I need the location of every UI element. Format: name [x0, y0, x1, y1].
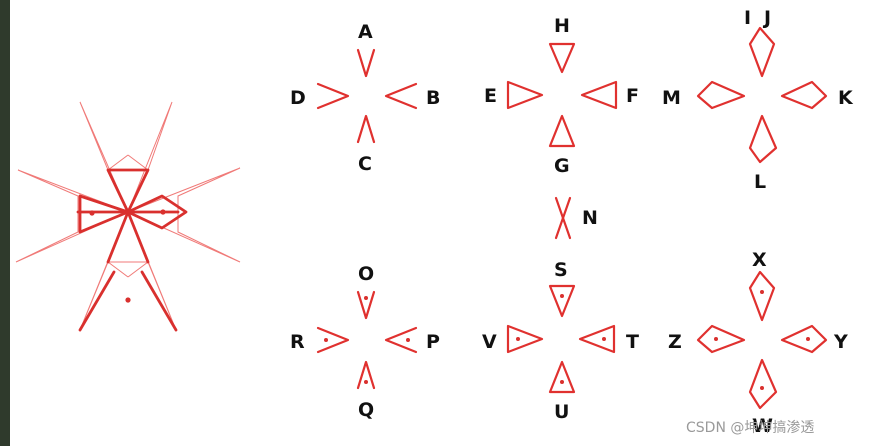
watermark-text: CSDN @坤坤搞渗透 [686, 420, 814, 436]
letter-d: D [290, 87, 306, 109]
letter-k: K [838, 87, 854, 109]
shape-s [548, 284, 576, 318]
letter-h: H [554, 15, 570, 37]
letter-r: R [290, 331, 305, 353]
group-efgh: H F G E [484, 15, 639, 177]
group-opqr: O P Q R [290, 263, 440, 421]
shape-x [748, 270, 776, 322]
shape-p [384, 326, 418, 354]
shape-e [506, 80, 544, 110]
letter-a: A [358, 21, 373, 43]
letter-p: P [426, 331, 440, 353]
shape-ij [748, 26, 776, 78]
shape-r [316, 326, 350, 354]
letter-t: T [626, 331, 639, 353]
shape-y [780, 324, 828, 354]
letter-j: J [762, 7, 771, 29]
letter-g: G [554, 155, 570, 177]
letter-y: Y [833, 331, 848, 353]
shape-w [748, 358, 778, 410]
letter-x: X [752, 249, 767, 271]
shape-d [316, 82, 350, 110]
group-n: N [554, 196, 598, 240]
shape-n-2 [554, 196, 572, 240]
shape-m [696, 80, 746, 110]
shape-t [578, 324, 616, 354]
shape-c [356, 114, 376, 144]
group-ijklm: I J K L M [662, 7, 854, 193]
shape-z [696, 324, 746, 354]
shape-f [580, 80, 618, 110]
shape-a [356, 48, 376, 78]
letter-b: B [426, 87, 440, 109]
letter-i: I [744, 7, 751, 29]
shape-b [384, 82, 418, 110]
letter-m: M [662, 87, 681, 109]
letter-e: E [484, 85, 497, 107]
letter-n: N [582, 207, 598, 229]
letter-c: C [358, 153, 372, 175]
shape-u [548, 360, 576, 394]
group-abcd: A B C D [290, 21, 440, 175]
letter-u: U [554, 401, 569, 423]
letter-o: O [358, 263, 374, 285]
shape-g [548, 114, 576, 148]
letter-s: S [554, 259, 568, 281]
shape-o [356, 290, 376, 320]
shape-v [506, 324, 544, 354]
shape-l [748, 114, 778, 164]
letter-q: Q [358, 399, 374, 421]
left-frame-edge [0, 0, 10, 446]
letter-f: F [626, 85, 639, 107]
letter-l: L [754, 171, 766, 193]
group-wxyz: X Y W Z [668, 249, 848, 437]
shape-h [548, 42, 576, 74]
construction-star [15, 101, 241, 332]
shape-q [356, 360, 376, 390]
group-stuv: S T U V [482, 259, 639, 423]
letter-w: W [752, 415, 773, 437]
letter-z: Z [668, 331, 682, 353]
letter-v: V [482, 331, 497, 353]
shape-k [780, 80, 828, 110]
